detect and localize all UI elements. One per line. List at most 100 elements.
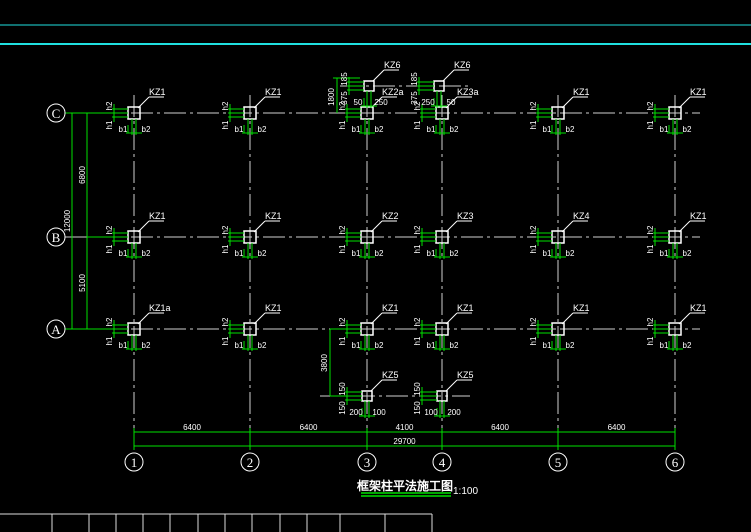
- leader-line: [445, 96, 458, 109]
- dim-label-h2: h2: [105, 317, 114, 326]
- leader-line: [442, 69, 455, 82]
- dim-label-row-span: 6800: [78, 166, 87, 184]
- dim-label-b2: b2: [683, 249, 692, 258]
- dim-label-b2: b2: [142, 249, 151, 258]
- dim-label-b1: b1: [427, 249, 436, 258]
- dim-label-h1: h1: [646, 120, 655, 129]
- dim-label-h1: h1: [529, 120, 538, 129]
- column-label: KZ4: [573, 211, 590, 221]
- dim-label-h2: 150: [413, 382, 422, 396]
- axis-bubble: [240, 452, 260, 472]
- leader-line: [678, 220, 691, 233]
- dim-label-b2: b2: [258, 125, 267, 134]
- dim-label-b1: b1: [543, 125, 552, 134]
- column-label: KZ2a: [382, 87, 404, 97]
- column-label: KZ3a: [457, 87, 479, 97]
- column-label: KZ1: [382, 303, 399, 313]
- dim-label-h2: h2: [105, 101, 114, 110]
- leader-line: [137, 312, 150, 325]
- leader-line: [253, 312, 266, 325]
- dim-label-b1: b1: [235, 125, 244, 134]
- dim-label-h1: 150: [338, 401, 347, 415]
- dim-label-h1: h1: [105, 120, 114, 129]
- dim-label-b1: 250: [421, 98, 435, 107]
- title-block: 框架柱平法施工图 1:100: [357, 478, 478, 497]
- column-label: KZ5: [382, 370, 399, 380]
- dim-label-b2: 50: [447, 98, 456, 107]
- axis-bubble: [665, 452, 685, 472]
- column-label: KZ1: [265, 87, 282, 97]
- leader-line: [370, 312, 383, 325]
- dim-label-b1: 100: [424, 408, 438, 417]
- dim-label-b2: b2: [683, 341, 692, 350]
- column-label: KZ1: [573, 303, 590, 313]
- dim-label-h2: h2: [221, 317, 230, 326]
- dim-label-b2: 100: [372, 408, 386, 417]
- dim-label-h1: h1: [413, 244, 422, 253]
- leader-line: [137, 96, 150, 109]
- leader-line: [445, 220, 458, 233]
- column-label: KZ3: [457, 211, 474, 221]
- leader-line: [445, 379, 458, 392]
- leader-line: [372, 69, 385, 82]
- dim-label-b1: b1: [235, 341, 244, 350]
- dim-label-h1: h1: [646, 244, 655, 253]
- dim-label-b2: b2: [450, 249, 459, 258]
- dim-label-b1: b1: [660, 125, 669, 134]
- dim-label-b2: b2: [375, 249, 384, 258]
- column-label: KZ1a: [149, 303, 171, 313]
- drawing-scale: 1:100: [453, 486, 478, 497]
- dim-label-h1: h1: [413, 120, 422, 129]
- column-label: KZ1: [149, 211, 166, 221]
- dim-label-b2: 250: [374, 98, 388, 107]
- dim-label-h1: h1: [529, 244, 538, 253]
- dim-label-h1: h1: [646, 336, 655, 345]
- dim-label-h2: h2: [338, 225, 347, 234]
- dim-label-b1: b1: [543, 341, 552, 350]
- dim-label: 4100: [396, 423, 414, 432]
- drawing-frame: [0, 24, 751, 45]
- dim-label-h2: h2: [646, 225, 655, 234]
- leader-line: [253, 96, 266, 109]
- dim-label-bottom-offset: 3800: [320, 354, 329, 372]
- axis-label: 2: [247, 455, 254, 470]
- dim-label-b2: b2: [450, 341, 459, 350]
- dim-label: 6400: [300, 423, 318, 432]
- dim-label-h1: 375: [340, 91, 349, 105]
- axis-label: 5: [555, 455, 562, 470]
- dim-label-b2: b2: [375, 125, 384, 134]
- dim-label-b1: b1: [119, 125, 128, 134]
- axis-label: 1: [131, 455, 138, 470]
- dim-label-h2: 185: [410, 72, 419, 86]
- leader-line: [561, 96, 574, 109]
- dim-label-h1: h1: [529, 336, 538, 345]
- dim-label-h1: h1: [413, 336, 422, 345]
- dim-label-b1: b1: [660, 249, 669, 258]
- dim-label-h2: 150: [338, 382, 347, 396]
- dim-label-row-span: 5100: [78, 274, 87, 292]
- leader-line: [253, 220, 266, 233]
- axis-label: A: [51, 322, 61, 337]
- column-label: KZ6: [454, 60, 471, 70]
- dim-label-h2: h2: [529, 225, 538, 234]
- dim-label-h2: h2: [338, 317, 347, 326]
- dim-label-top-offset: 1800: [327, 88, 336, 106]
- dim-label-h1: h1: [105, 244, 114, 253]
- dim-label-b1: b1: [352, 125, 361, 134]
- dim-label-b2: b2: [258, 341, 267, 350]
- axis-grid: [65, 85, 700, 450]
